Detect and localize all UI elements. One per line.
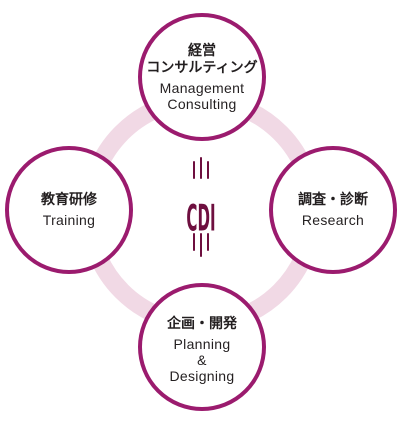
planning-designing-circle: 企画・開発 Planning & Designing [138, 283, 266, 411]
cdi-logo-icon: CDI [186, 157, 216, 257]
research-en-label: Research [301, 212, 365, 228]
training-en-label: Training [42, 212, 96, 228]
cdi-logo-text: CDI [186, 197, 215, 239]
research-jp-label: 調査・診断 [298, 192, 368, 208]
training-circle: 教育研修 Training [5, 146, 133, 274]
management-consulting-en-label: Management Consulting [159, 79, 245, 112]
planning-designing-en-label: Planning & Designing [169, 336, 235, 384]
training-jp-label: 教育研修 [41, 192, 97, 208]
planning-designing-jp-label: 企画・開発 [167, 316, 237, 332]
research-circle: 調査・診断 Research [269, 146, 397, 274]
management-consulting-circle: 経営 コンサルティング Management Consulting [138, 13, 266, 141]
management-consulting-jp-label: 経営 コンサルティング [146, 42, 258, 76]
